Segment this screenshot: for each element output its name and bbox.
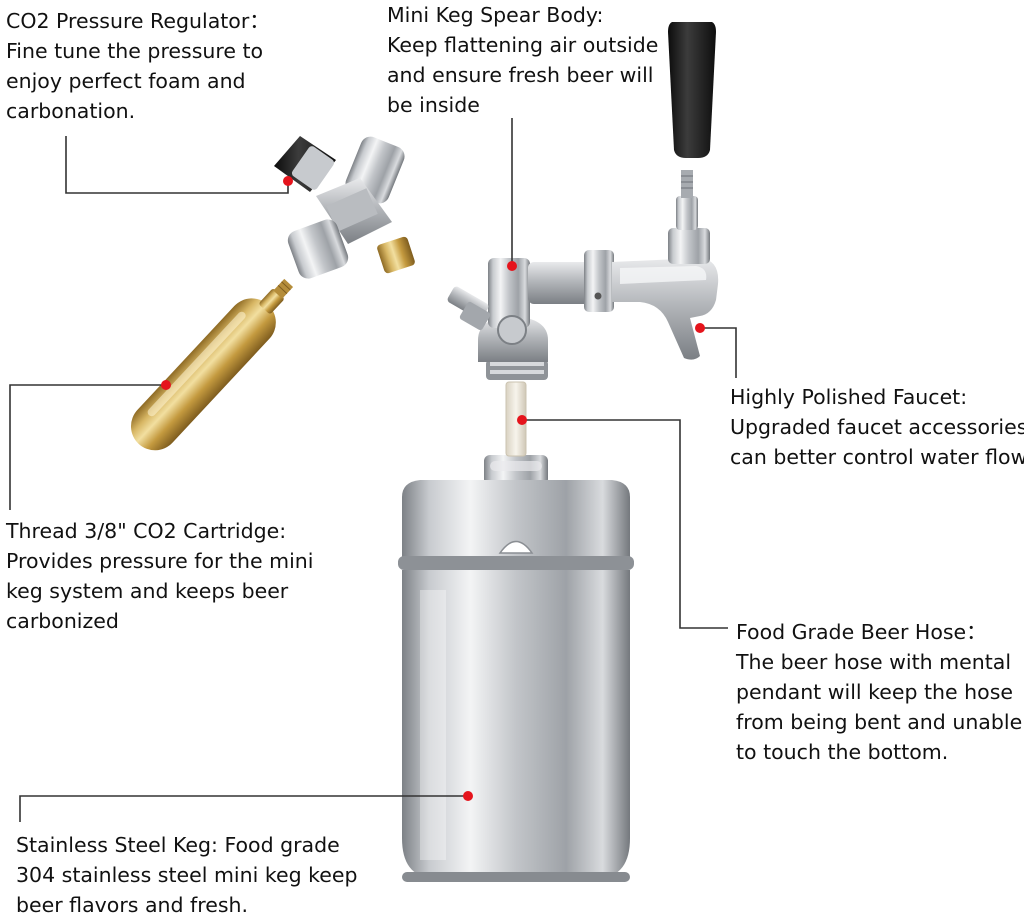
callout-spear-line: be inside bbox=[387, 93, 480, 117]
callout-regulator-line: carbonation. bbox=[6, 99, 136, 123]
leader-line-regulator bbox=[65, 136, 289, 194]
spear-body-illustration bbox=[447, 258, 548, 380]
leader-line-faucet bbox=[700, 327, 737, 378]
callout-faucet: Highly Polished Faucet: Upgraded faucet … bbox=[730, 382, 1024, 472]
callout-regulator-line: Fine tune the pressure to bbox=[6, 39, 264, 63]
callout-hose-line: pendant will keep the hose bbox=[736, 680, 1013, 704]
callout-cartridge-line: carbonized bbox=[6, 609, 119, 633]
callout-faucet-line: can better control water flow. bbox=[730, 445, 1024, 469]
callout-keg-line: 304 stainless steel mini keg keep bbox=[16, 863, 358, 887]
callout-cartridge: Thread 3/8" CO2 Cartridge: Provides pres… bbox=[6, 516, 313, 636]
callout-regulator-line: enjoy perfect foam and bbox=[6, 69, 246, 93]
marker-dots bbox=[161, 176, 705, 801]
callout-cartridge-line: keg system and keeps beer bbox=[6, 579, 289, 603]
callout-spear: Mini Keg Spear Body: Keep flattening air… bbox=[387, 0, 658, 120]
callout-faucet-title: Highly Polished Faucet: bbox=[730, 385, 968, 409]
callout-spear-title: Mini Keg Spear Body: bbox=[387, 3, 604, 27]
leader-lines bbox=[9, 118, 737, 822]
marker-dot-hose bbox=[517, 415, 527, 425]
marker-dot-keg bbox=[463, 791, 473, 801]
callout-hose-line: The beer hose with mental bbox=[736, 650, 1012, 674]
marker-dot-spear bbox=[507, 261, 517, 271]
leader-line-keg bbox=[19, 795, 468, 822]
callout-spear-line: and ensure fresh beer will bbox=[387, 63, 654, 87]
leader-line-hose bbox=[522, 419, 728, 629]
callout-hose-line: to touch the bottom. bbox=[736, 740, 949, 764]
callout-spear-line: Keep flattening air outside bbox=[387, 33, 659, 57]
marker-dot-faucet bbox=[695, 323, 705, 333]
callout-cartridge-line: Provides pressure for the mini bbox=[6, 549, 314, 573]
callout-keg-title: Stainless Steel Keg: Food grade bbox=[16, 833, 340, 857]
callout-faucet-line: Upgraded faucet accessories bbox=[730, 415, 1024, 439]
callout-regulator-title: CO2 Pressure Regulator： bbox=[6, 9, 270, 33]
co2-cartridge-illustration bbox=[130, 278, 294, 451]
marker-dot-cartridge bbox=[161, 380, 171, 390]
callout-keg: Stainless Steel Keg: Food grade 304 stai… bbox=[16, 830, 357, 920]
keg-illustration bbox=[398, 455, 634, 882]
callout-hose-title: Food Grade Beer Hose： bbox=[736, 620, 987, 644]
regulator-illustration bbox=[274, 136, 415, 279]
marker-dot-regulator bbox=[283, 176, 293, 186]
callout-keg-line: beer flavors and fresh. bbox=[16, 893, 249, 917]
callout-hose-line: from being bent and unable bbox=[736, 710, 1023, 734]
callout-cartridge-title: Thread 3/8" CO2 Cartridge: bbox=[6, 519, 287, 543]
leader-line-cartridge bbox=[9, 384, 166, 510]
callout-hose: Food Grade Beer Hose： The beer hose with… bbox=[736, 617, 1022, 767]
callout-regulator: CO2 Pressure Regulator： Fine tune the pr… bbox=[6, 6, 270, 126]
faucet-illustration bbox=[528, 22, 719, 360]
